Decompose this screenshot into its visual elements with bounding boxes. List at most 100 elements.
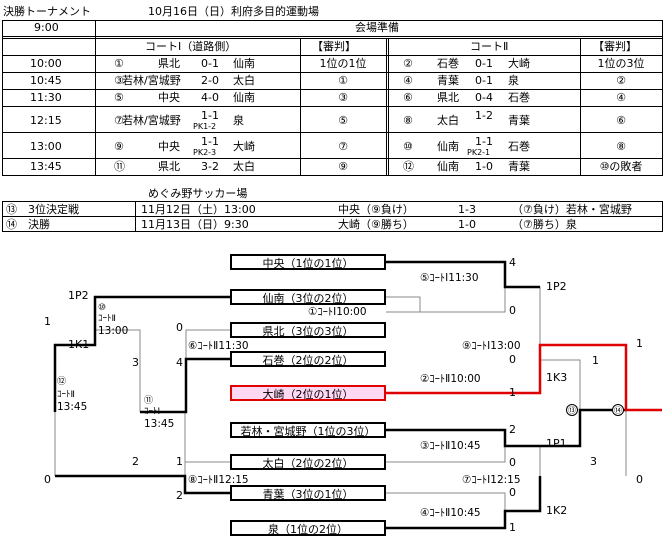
c1-away: 太白 [233, 74, 255, 87]
final-name: 決勝 [28, 218, 50, 231]
bracket-score: 3 [590, 455, 597, 468]
match-10-time: 13:00 [98, 325, 129, 337]
c2-away: 石巻 [508, 140, 530, 153]
court2-referee-header: 【審判】 [593, 40, 637, 53]
bracket-score: 3 [132, 356, 139, 369]
c1-match-no: ① [114, 57, 124, 70]
final-date: 11月12日（土）13:00 [141, 203, 256, 216]
c2-home: 石巻 [437, 57, 459, 70]
bracket-score: 1 [509, 521, 516, 534]
bracket-team: 石巻（2位の2位） [230, 351, 386, 367]
c1-score: 1-1 [201, 135, 219, 148]
c2-referee: ⑥ [616, 114, 626, 127]
c2-score: 0-1 [475, 57, 493, 70]
bracket-score: 0 [509, 304, 516, 317]
c2-away: 青葉 [508, 160, 530, 173]
bracket-team: 県北（3位の3位） [230, 322, 386, 338]
c1-away: 大崎 [233, 140, 255, 153]
c1-score: 4-0 [201, 91, 219, 104]
bracket-score: 2 [132, 455, 139, 468]
c2-referee: ⑧ [616, 140, 626, 153]
c1-pk: PK1-2 [193, 122, 217, 131]
c1-away: 太白 [233, 160, 255, 173]
prep-time: 9:00 [34, 21, 59, 34]
c2-match-no: ⑫ [403, 160, 414, 173]
bracket-team: 中央（1位の1位） [230, 254, 386, 270]
final-away: （⑦勝ち）泉 [512, 218, 577, 231]
bracket-score: 2 [509, 423, 516, 436]
final-no: ⑭ [6, 218, 17, 231]
row-time: 13:45 [30, 160, 62, 173]
c2-pk: PK2-1 [467, 148, 491, 157]
bracket-score: 1P2 [546, 280, 567, 293]
c2-away: 泉 [508, 74, 519, 87]
c1-match-no: ⑨ [114, 140, 124, 153]
c2-match-no: ⑥ [403, 91, 413, 104]
match-10-court: ｺｰﾄⅡ [98, 314, 116, 324]
c2-score: 1-2 [475, 109, 493, 122]
c1-away: 仙南 [233, 91, 255, 104]
c1-away: 泉 [233, 114, 244, 127]
c1-referee: ⑤ [338, 114, 348, 127]
final-no: ⑬ [6, 203, 17, 216]
c2-away: 石巻 [508, 91, 530, 104]
match-7-label: ⑦ｺｰﾄⅠ12:15 [462, 474, 521, 486]
c1-referee: ③ [338, 91, 348, 104]
row-time: 12:15 [30, 114, 62, 127]
date-venue: 10月16日（日）利府多目的運動場 [148, 5, 319, 18]
match-5-label: ⑤ｺｰﾄⅠ11:30 [420, 272, 479, 284]
bracket-team: 青葉（3位の1位） [230, 485, 386, 501]
bracket-team: 太白（2位の2位） [230, 454, 386, 470]
row-time: 11:30 [30, 91, 62, 104]
bracket-team: 仙南（3位の2位） [230, 289, 386, 305]
c1-match-no: ⑦ [114, 114, 124, 127]
c2-score: 0-4 [475, 91, 493, 104]
c2-score: 0-1 [475, 74, 493, 87]
c2-home: 仙南 [437, 160, 459, 173]
bracket-score: 2 [176, 489, 183, 502]
c1-referee: ① [338, 74, 348, 87]
match-9-label: ⑨ｺｰﾄⅠ13:00 [462, 340, 521, 352]
bracket-score: 1 [509, 386, 516, 399]
c2-home: 太白 [437, 114, 459, 127]
c2-away: 大崎 [508, 57, 530, 70]
match-3-label: ③ｺｰﾄⅡ10:45 [420, 440, 481, 452]
c2-match-no: ⑧ [403, 114, 413, 127]
c2-home: 県北 [437, 91, 459, 104]
match-2-label: ②ｺｰﾄⅡ10:00 [420, 373, 481, 385]
c1-match-no: ③ [114, 74, 124, 87]
row-time: 10:45 [30, 74, 62, 87]
match-4-label: ④ｺｰﾄⅡ10:45 [420, 507, 481, 519]
court1-referee-header: 【審判】 [312, 40, 356, 53]
row-time: 10:00 [30, 57, 62, 70]
bracket-score: 0 [44, 473, 51, 486]
final-score: 1-0 [458, 218, 476, 231]
c1-referee: ⑦ [338, 140, 348, 153]
c1-pk: PK2-3 [193, 148, 217, 157]
bracket-score: 0 [509, 456, 516, 469]
match-12-no: ⑫ [57, 377, 67, 387]
finals-venue: めぐみ野サッカー場 [148, 187, 248, 200]
match-14-no: ⑭ [612, 404, 624, 416]
match-13-no: ⑬ [566, 404, 578, 416]
c2-score: 1-0 [475, 160, 493, 173]
c1-home: 中央 [158, 91, 180, 104]
c1-score: 1-1 [201, 109, 219, 122]
c2-referee: 1位の3位 [597, 57, 645, 70]
bracket-score: 1 [176, 455, 183, 468]
schedule-table: 9:00 会場準備 コートⅠ（道路側） 【審判】 コートⅡ 【審判】 10:00… [0, 0, 666, 180]
court1-header: コートⅠ（道路側） [145, 40, 237, 53]
c1-score: 0-1 [201, 57, 219, 70]
bracket-team: 若林・宮城野（1位の3位） [230, 422, 386, 438]
match-1-label: ①ｺｰﾄⅠ10:00 [308, 306, 367, 318]
final-away: （⑦負け）若林・宮城野 [512, 203, 632, 216]
c1-away: 仙南 [233, 57, 255, 70]
bracket-score: 1K2 [546, 504, 568, 517]
bracket-score: 1P2 [68, 289, 89, 302]
c2-away: 青葉 [508, 114, 530, 127]
bracket-score: 0 [509, 353, 516, 366]
bracket-score: 1 [636, 337, 643, 350]
c2-home: 青葉 [437, 74, 459, 87]
final-home: 中央（⑨負け） [338, 203, 414, 216]
c1-match-no: ⑤ [114, 91, 124, 104]
